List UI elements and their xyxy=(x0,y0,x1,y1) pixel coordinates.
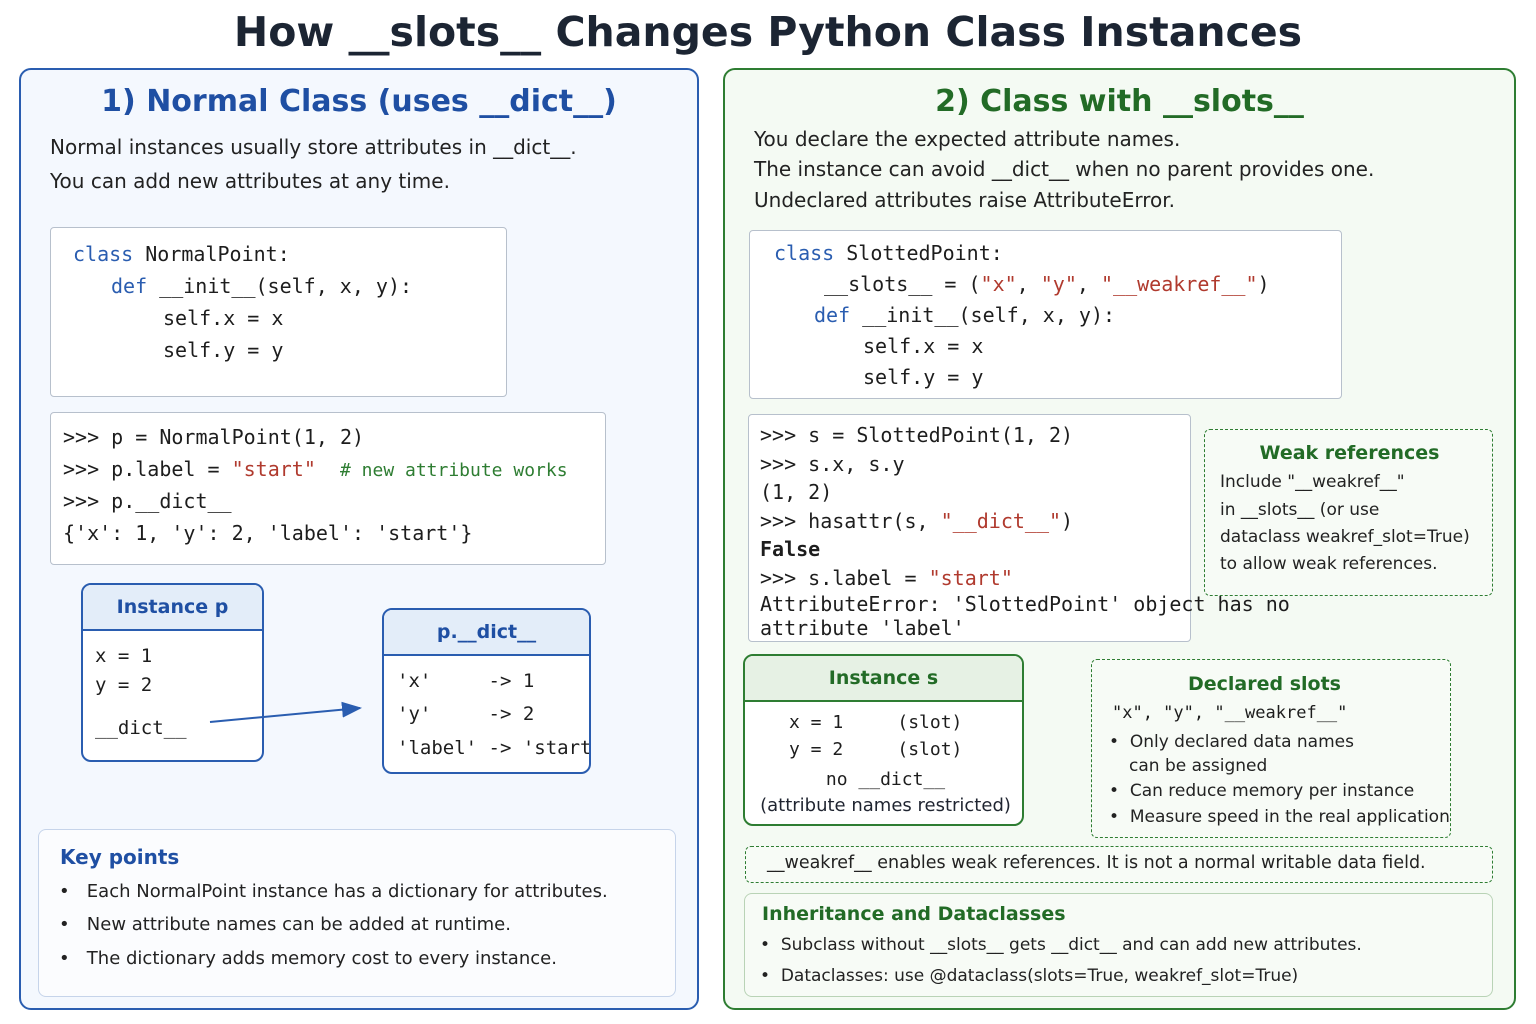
normal-class-code: class NormalPoint: def __init__(self, x,… xyxy=(50,227,507,397)
assign-y-line: self.y = y xyxy=(863,365,984,389)
attribute-error-line-1: AttributeError: 'SlottedPoint' object ha… xyxy=(760,592,1290,616)
inheritance-item: • Subclass without __slots__ gets __dict… xyxy=(760,935,1362,955)
class-declaration: SlottedPoint: xyxy=(834,241,1003,265)
repl-line: >>> s.x, s.y xyxy=(760,451,905,476)
attribute-error-line-2: attribute 'label' xyxy=(760,616,965,640)
weak-references-text: in __slots__ (or use xyxy=(1220,500,1380,520)
declared-slots-item: • Can reduce memory per instance xyxy=(1109,781,1415,801)
declared-slots-item: • Measure speed in the real application xyxy=(1109,807,1450,827)
string-literal: "x" xyxy=(980,272,1017,296)
instance-s-no-dict: no __dict__ xyxy=(825,769,946,790)
string-literal: "start" xyxy=(231,457,316,481)
declared-slots-item: • Only declared data names xyxy=(1109,732,1354,752)
string-literal: "y" xyxy=(1040,272,1077,296)
dict-entry-y: 'y' -> 2 xyxy=(397,703,535,725)
p-dict-box: p.__dict__ 'x' -> 1 'y' -> 2 'label' -> … xyxy=(382,608,591,774)
declared-slots-list: "x", "y", "__weakref__" xyxy=(1112,703,1348,723)
slots-declaration: __slots__ = ( xyxy=(824,272,981,296)
instance-s-y: y = 2 (slot) xyxy=(789,739,963,760)
init-signature: __init__(self, x, y): xyxy=(850,303,1116,327)
slots-intro-line-1: You declare the expected attribute names… xyxy=(754,127,1181,151)
repl-line: >>> p = NormalPoint(1, 2) xyxy=(63,425,365,449)
instance-p-y: y = 2 xyxy=(95,674,153,696)
assign-y-line: self.y = y xyxy=(163,338,284,362)
repl-line: >>> p.__dict__ xyxy=(63,489,232,513)
weakref-note-text: __weakref__ enables weak references. It … xyxy=(767,853,1426,873)
string-literal: "__dict__" xyxy=(940,508,1062,533)
slots-class-heading: 2) Class with __slots__ xyxy=(935,84,1304,119)
instance-s-x: x = 1 (slot) xyxy=(789,712,963,733)
slots-intro-line-2: The instance can avoid __dict__ when no … xyxy=(754,157,1375,181)
instance-p-dict-ref: __dict__ xyxy=(95,717,187,739)
declared-slots-box: Declared slots "x", "y", "__weakref__" •… xyxy=(1091,659,1451,838)
instance-p-header: Instance p xyxy=(83,585,262,631)
repl-output: False xyxy=(760,537,821,561)
inheritance-title: Inheritance and Dataclasses xyxy=(762,903,1066,925)
normal-class-heading: 1) Normal Class (uses __dict__) xyxy=(101,84,617,119)
weak-references-text: dataclass weakref_slot=True) xyxy=(1220,527,1470,547)
p-dict-header: p.__dict__ xyxy=(384,610,589,656)
weak-references-text: to allow weak references. xyxy=(1220,554,1438,574)
def-keyword: def xyxy=(814,303,851,327)
normal-intro-line-1: Normal instances usually store attribute… xyxy=(50,135,577,159)
init-signature: __init__(self, x, y): xyxy=(147,274,413,298)
repl-output: {'x': 1, 'y': 2, 'label': 'start'} xyxy=(63,521,473,545)
dict-entry-label: 'label' -> 'start' xyxy=(397,737,591,759)
class-keyword: class xyxy=(774,241,835,265)
repl-line: >>> s.label = xyxy=(760,565,929,590)
inheritance-box: Inheritance and Dataclasses • Subclass w… xyxy=(744,893,1493,997)
normal-intro-line-2: You can add new attributes at any time. xyxy=(50,169,450,193)
repl-line: >>> hasattr(s, xyxy=(760,508,941,533)
key-points-title: Key points xyxy=(60,845,180,869)
slots-repl-session: >>> s = SlottedPoint(1, 2) >>> s.x, s.y … xyxy=(748,414,1290,642)
key-point-item: • Each NormalPoint instance has a dictio… xyxy=(59,881,608,902)
repl-line: >>> s = SlottedPoint(1, 2) xyxy=(760,423,1074,447)
normal-repl-session: >>> p = NormalPoint(1, 2) >>> p.label = … xyxy=(50,412,606,565)
class-declaration: NormalPoint: xyxy=(133,242,290,266)
key-points-box: Key points • Each NormalPoint instance h… xyxy=(38,829,676,997)
instance-s-header: Instance s xyxy=(745,656,1022,702)
dict-entry-x: 'x' -> 1 xyxy=(397,670,535,692)
inheritance-item: • Dataclasses: use @dataclass(slots=True… xyxy=(760,966,1299,986)
instance-p-x: x = 1 xyxy=(95,645,153,667)
slots-class-code: class SlottedPoint: __slots__ = ("x", "y… xyxy=(749,230,1342,399)
string-literal: "start" xyxy=(928,565,1013,590)
key-point-item: • New attribute names can be added at ru… xyxy=(59,914,511,935)
dict-pointer-arrow xyxy=(209,701,362,723)
instance-s-note: (attribute names restricted) xyxy=(760,795,1011,816)
key-point-item: • The dictionary adds memory cost to eve… xyxy=(59,948,557,969)
repl-line: >>> p.label = xyxy=(63,457,232,481)
assign-x-line: self.x = x xyxy=(163,306,284,330)
string-literal: "__weakref__" xyxy=(1100,272,1258,296)
code-comment: # new attribute works xyxy=(339,460,568,481)
page-title: How __slots__ Changes Python Class Insta… xyxy=(233,8,1303,56)
instance-p-box: Instance p x = 1 y = 2 __dict__ xyxy=(81,583,264,762)
declared-slots-item-cont: can be assigned xyxy=(1129,756,1268,776)
def-keyword: def xyxy=(111,274,148,298)
weakref-note-box: __weakref__ enables weak references. It … xyxy=(745,846,1493,883)
weak-references-box: Weak references Include "__weakref__" in… xyxy=(1204,429,1493,596)
weak-references-text: Include "__weakref__" xyxy=(1220,472,1405,492)
class-keyword: class xyxy=(73,242,134,266)
repl-output: (1, 2) xyxy=(760,480,833,504)
declared-slots-title: Declared slots xyxy=(1188,673,1341,695)
assign-x-line: self.x = x xyxy=(863,334,984,358)
instance-s-box: Instance s x = 1 (slot) y = 2 (slot) no … xyxy=(743,654,1024,826)
weak-references-title: Weak references xyxy=(1259,442,1440,464)
slots-intro-line-3: Undeclared attributes raise AttributeErr… xyxy=(754,188,1175,212)
